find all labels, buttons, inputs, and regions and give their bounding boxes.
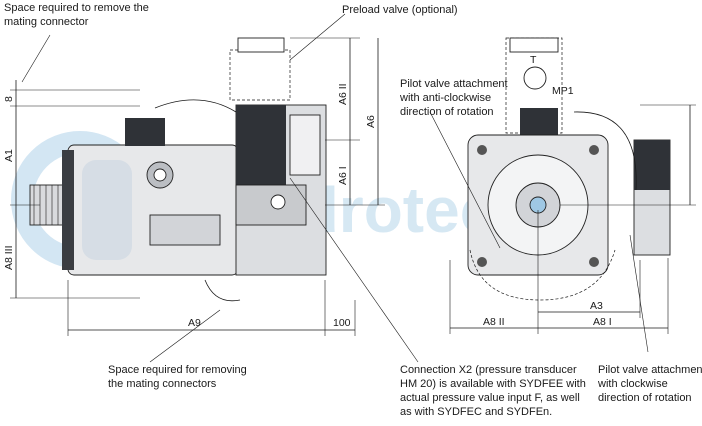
dim-a8-iii: A8 III xyxy=(3,245,15,270)
front-cable-loop xyxy=(469,249,616,301)
note-connection-x2-2: HM 20) is available with SYDFEE with xyxy=(400,378,586,390)
valve-bolt xyxy=(270,194,286,210)
dim-100: 100 xyxy=(333,317,351,329)
preload-valve-outline-side xyxy=(229,49,291,101)
mounting-flange xyxy=(62,150,74,270)
connector-block xyxy=(289,114,321,176)
dim-a8-i: A8 I xyxy=(593,316,612,328)
port-label-t: T xyxy=(530,54,537,66)
port-hole xyxy=(153,168,167,182)
pilot-valve-side xyxy=(236,105,286,200)
pilot-valve-front-top xyxy=(634,140,670,190)
note-connection-x2-4: as with SYDFEC and SYDFEn. xyxy=(400,406,552,418)
note-mating-connectors-bottom-1: Space required for removing xyxy=(108,364,247,376)
dim-a9: A9 xyxy=(188,317,201,329)
note-preload-valve: Preload valve (optional) xyxy=(342,4,458,16)
port-label-mp1: MP1 xyxy=(552,85,574,97)
note-pilot-anticlockwise-1: Pilot valve attachment xyxy=(400,78,508,90)
front-view: T MP1 xyxy=(467,37,671,301)
note-pilot-clockwise-1: Pilot valve attachment xyxy=(598,364,702,376)
flange-bolt-br xyxy=(589,257,599,267)
preload-port-t xyxy=(523,66,547,90)
connector-cable xyxy=(154,99,237,113)
top-connector xyxy=(125,118,165,146)
note-pilot-clockwise-2: with clockwise xyxy=(597,378,668,390)
front-cable xyxy=(573,111,637,191)
side-view-dimensions: 8 A1 A8 III A9 100 A6 II A6 I A6 xyxy=(3,13,419,363)
dim-a6: A6 xyxy=(365,115,377,128)
lower-cable xyxy=(204,279,241,302)
dim-a6-ii: A6 II xyxy=(337,83,349,105)
dim-a6-i: A6 I xyxy=(337,166,349,185)
front-view-dimensions: A8 II A3 A8 I xyxy=(429,104,696,353)
note-connection-x2-1: Connection X2 (pressure transducer xyxy=(400,364,577,376)
dim-a8-ii: A8 II xyxy=(483,316,505,328)
dim-a1: A1 xyxy=(3,149,15,162)
dim-a3: A3 xyxy=(590,300,603,312)
note-pilot-clockwise-3: direction of rotation xyxy=(598,392,692,404)
note-pilot-anticlockwise-3: direction of rotation xyxy=(400,106,494,118)
lower-body-block xyxy=(149,214,221,246)
note-mating-connector-top-1: Space required to remove the xyxy=(4,2,149,14)
flange-bolt-tr xyxy=(589,145,599,155)
preload-valve-cap-side xyxy=(237,37,285,53)
annotations: Space required to remove the mating conn… xyxy=(4,2,702,418)
housing-blue-highlight xyxy=(82,160,132,260)
flange-bolt-tl xyxy=(477,145,487,155)
note-mating-connectors-bottom-2: the mating connectors xyxy=(108,378,217,390)
preload-valve-cap-front xyxy=(509,37,559,53)
flange-bolt-bl xyxy=(477,257,487,267)
note-connection-x2-3: actual pressure value input F, as well xyxy=(400,392,580,404)
side-view xyxy=(29,37,327,302)
note-pilot-anticlockwise-2: with anti-clockwise xyxy=(399,92,491,104)
valve-block xyxy=(235,184,307,226)
dim-8: 8 xyxy=(3,96,15,102)
note-mating-connector-top-2: mating connector xyxy=(4,16,89,28)
